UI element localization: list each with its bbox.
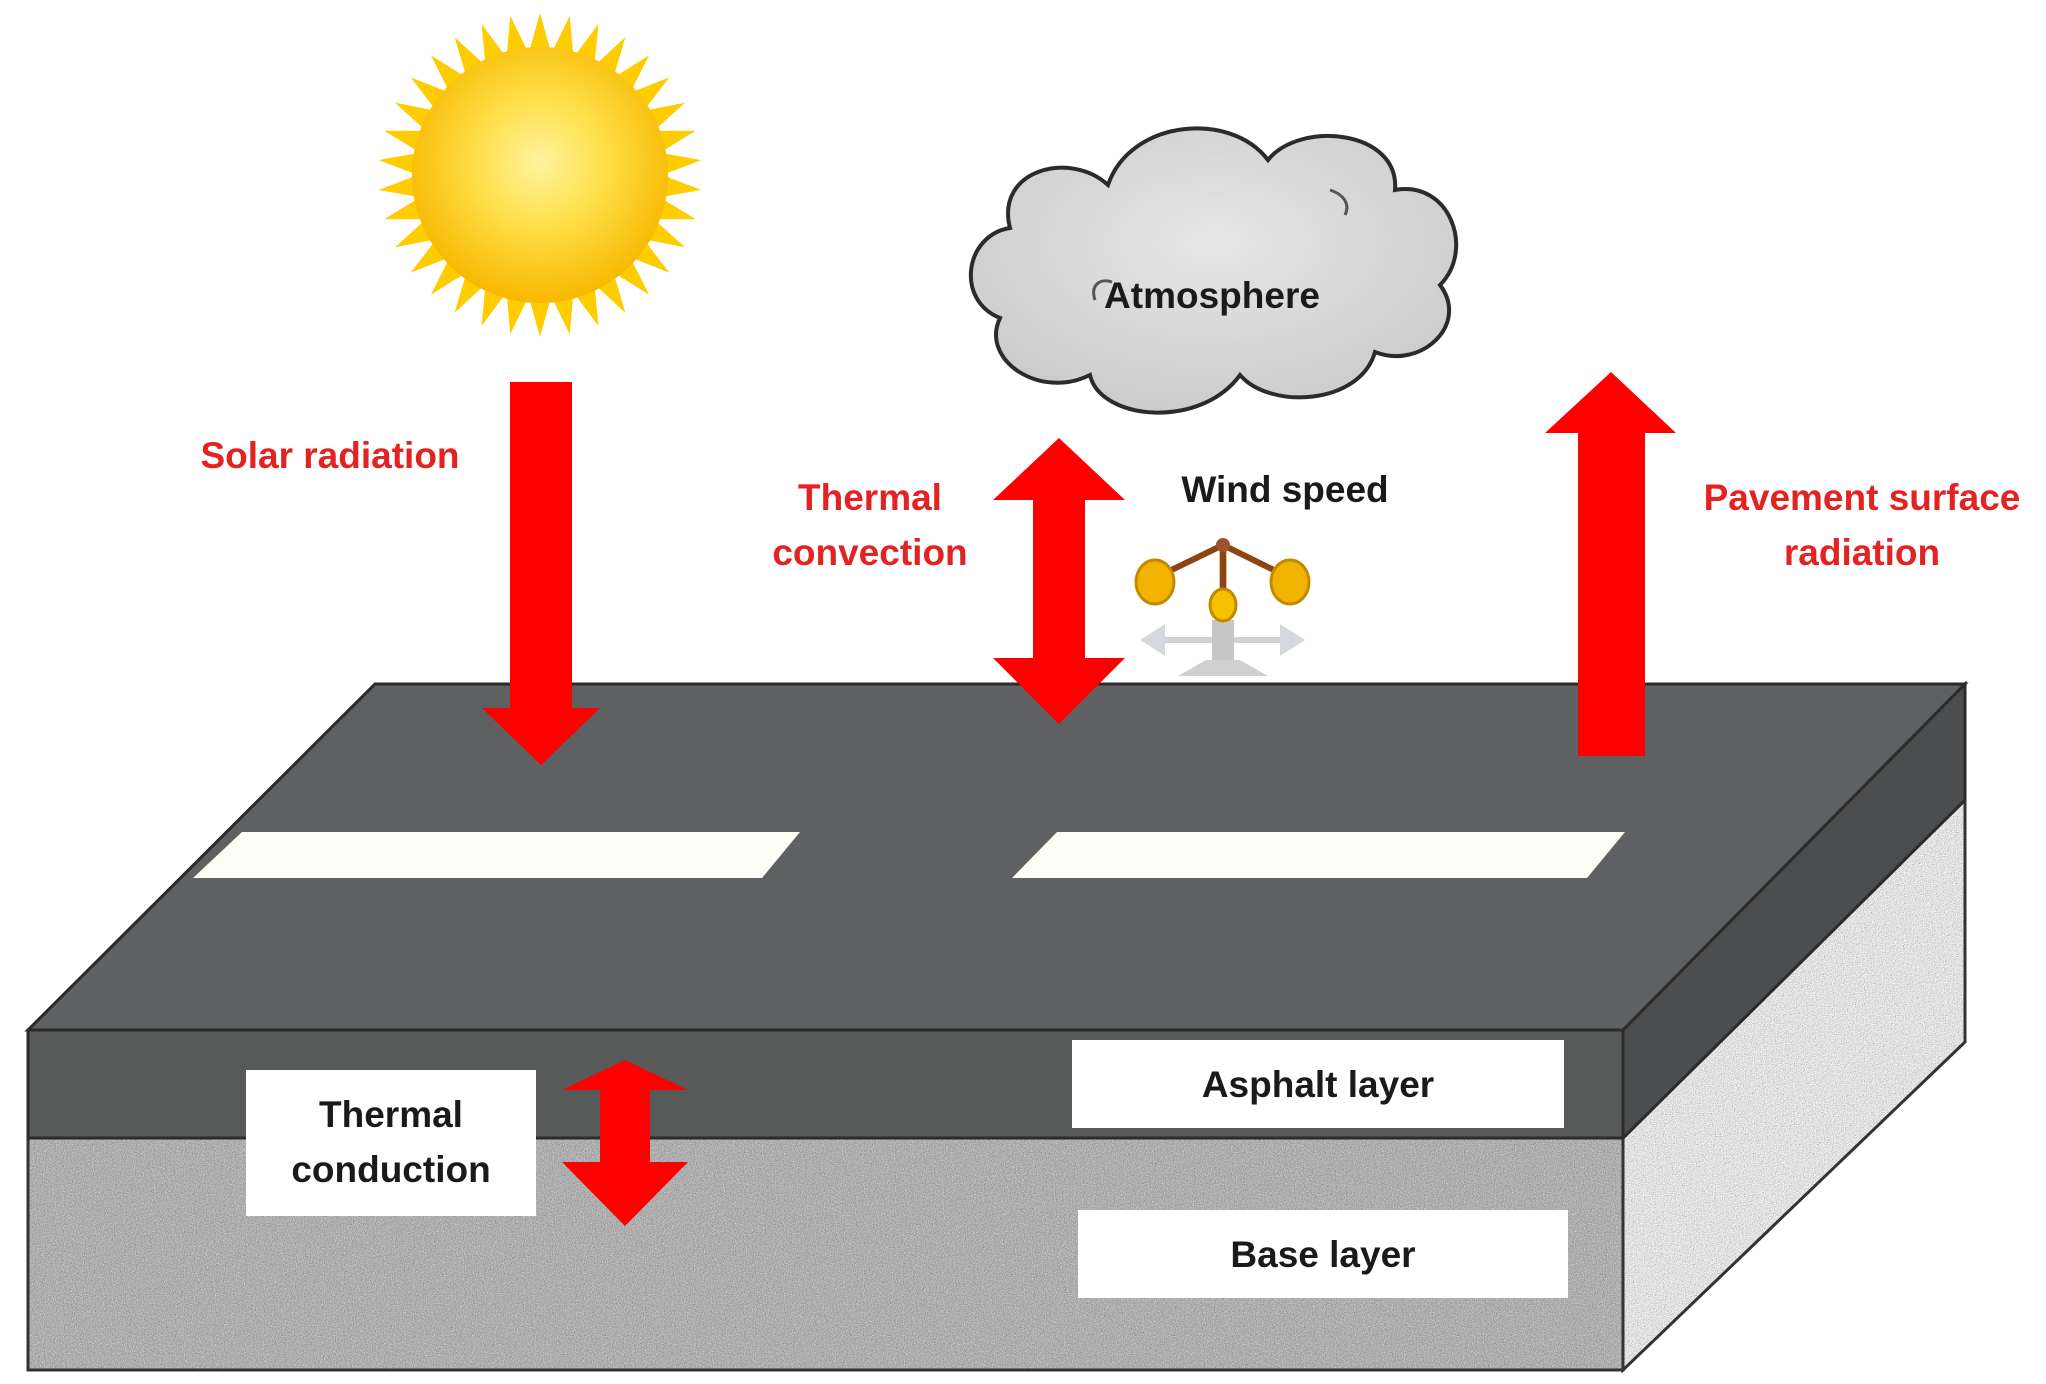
cloud-icon — [968, 126, 1459, 415]
asphalt-top-surface — [24, 682, 1969, 1032]
anemometer-icon — [1134, 538, 1311, 676]
base-layer-label: Base layer — [1230, 1234, 1415, 1275]
thermal-conduction-arrow — [562, 1060, 688, 1226]
thermal-conduction-label-line2: conduction — [291, 1149, 490, 1190]
thermal-convection-label-line2: convection — [772, 532, 967, 573]
thermal-conduction-label-line1: Thermal — [319, 1094, 463, 1135]
lane-marking-right — [1012, 832, 1625, 878]
wind-speed-label: Wind speed — [1181, 469, 1388, 510]
pavement-radiation-label-line1: Pavement surface — [1704, 477, 2021, 518]
asphalt-layer-box — [1072, 1040, 1564, 1128]
solar-radiation-label: Solar radiation — [200, 435, 459, 476]
solar-radiation-arrow — [482, 382, 600, 765]
base-layer-box — [1078, 1210, 1568, 1298]
thermal-convection-arrow — [993, 438, 1125, 724]
sun-icon — [378, 13, 702, 337]
lane-marking-left — [193, 832, 800, 878]
thermal-convection-label-line1: Thermal — [798, 477, 942, 518]
asphalt-layer-label: Asphalt layer — [1202, 1064, 1434, 1105]
thermal-conduction-box — [246, 1070, 536, 1216]
atmosphere-label: Atmosphere — [1104, 275, 1320, 316]
pavement-radiation-arrow — [1545, 372, 1676, 756]
pavement-radiation-label-line2: radiation — [1784, 532, 1940, 573]
